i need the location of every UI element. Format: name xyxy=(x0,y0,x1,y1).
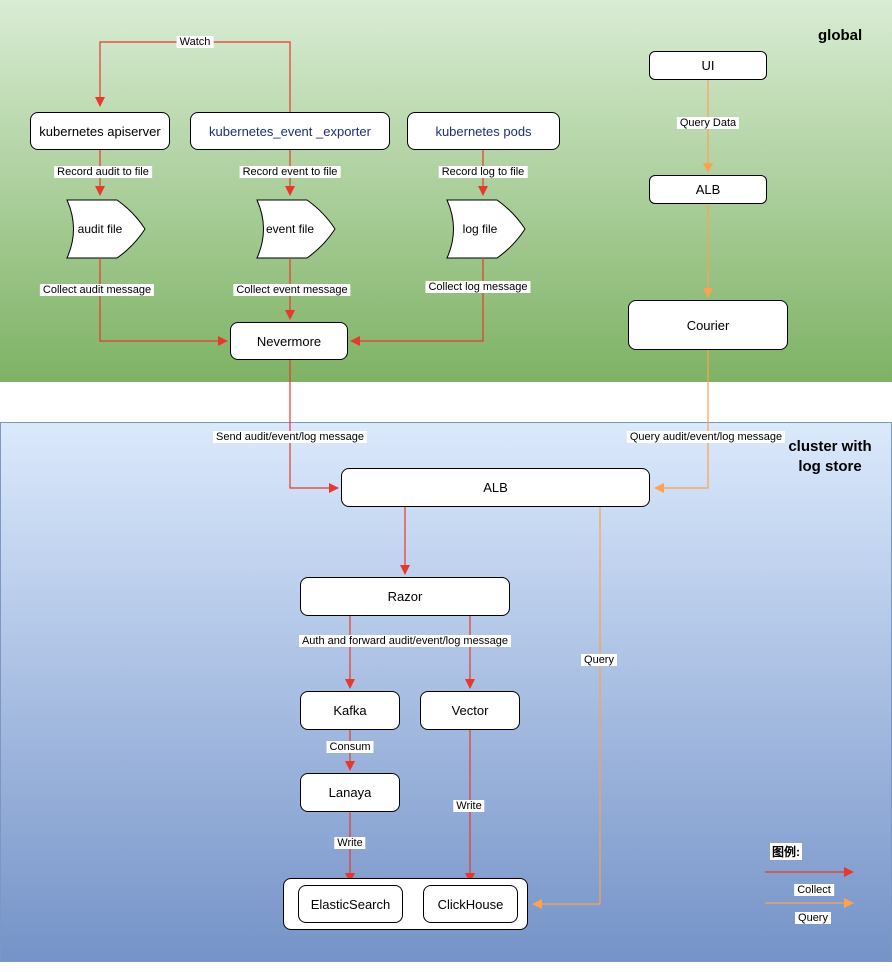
log-file-shape xyxy=(446,199,526,259)
edge-label-auth-forward: Auth and forward audit/event/log message xyxy=(298,635,512,647)
legend-query-label: Query xyxy=(795,912,831,924)
edge-label-collect-audit: Collect audit message xyxy=(39,284,155,296)
edge-label-query-mid: Query xyxy=(581,654,617,666)
node-vector: Vector xyxy=(420,691,520,730)
node-kubernetes-pods: kubernetes pods xyxy=(407,112,560,150)
edge-courier-alb xyxy=(654,350,709,493)
node-razor: Razor xyxy=(300,577,510,616)
edge-send-message xyxy=(289,360,339,493)
legend-collect-label: Collect xyxy=(794,884,834,896)
node-event-file: event file xyxy=(265,222,315,236)
event-file-shape xyxy=(256,199,336,259)
edge-label-consum: Consum xyxy=(326,741,374,753)
edge-collect-audit xyxy=(99,258,228,346)
edge-label-send-message: Send audit/event/log message xyxy=(213,431,367,443)
node-clickhouse: ClickHouse xyxy=(423,885,518,923)
node-alb-cluster: ALB xyxy=(341,468,650,507)
node-kubernetes-apiserver: kubernetes apiserver xyxy=(30,112,170,150)
region-global-label: global xyxy=(818,27,863,44)
node-ui: UI xyxy=(649,51,767,80)
edge-label-write-left: Write xyxy=(334,837,366,849)
edge-collect-log xyxy=(350,258,484,346)
region-cluster-label: cluster with log store xyxy=(788,438,872,475)
node-alb-global: ALB xyxy=(649,175,767,204)
node-courier: Courier xyxy=(628,300,788,350)
node-elasticsearch: ElasticSearch xyxy=(298,885,403,923)
edge-label-query-data: Query Data xyxy=(676,117,740,129)
node-kafka: Kafka xyxy=(300,691,400,730)
node-nevermore: Nevermore xyxy=(230,322,348,360)
edge-alb-store-query xyxy=(532,507,601,909)
edge-label-watch: Watch xyxy=(176,36,214,48)
audit-file-shape xyxy=(66,199,146,259)
edge-label-record-audit: Record audit to file xyxy=(54,166,152,178)
edge-label-write-right: Write xyxy=(453,800,485,812)
node-lanaya: Lanaya xyxy=(300,773,400,812)
node-audit-file: audit file xyxy=(77,222,123,236)
edge-label-collect-log: Collect log message xyxy=(425,281,531,293)
node-kubernetes-event-exporter: kubernetes_event _exporter xyxy=(190,112,390,150)
edge-watch xyxy=(95,41,291,112)
edge-label-record-log: Record log to file xyxy=(438,166,528,178)
node-log-file: log file xyxy=(462,222,498,236)
edge-label-collect-event: Collect event message xyxy=(233,284,351,296)
edge-label-query-message: Query audit/event/log message xyxy=(626,431,786,443)
edge-label-record-event: Record event to file xyxy=(239,166,341,178)
legend-title: 图例: xyxy=(770,843,802,860)
